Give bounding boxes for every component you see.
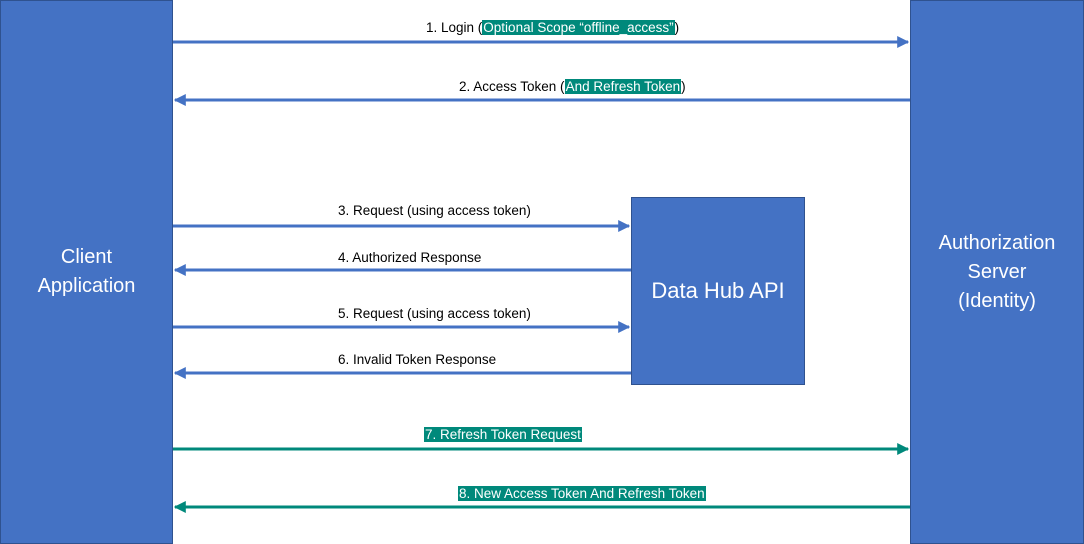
message-2-text: 2. Access Token ( — [459, 79, 565, 94]
message-3-label: 3. Request (using access token) — [338, 202, 531, 220]
message-5-label: 5. Request (using access token) — [338, 305, 531, 323]
message-6-text: 6. Invalid Token Response — [338, 352, 497, 367]
client-line-2: Application — [37, 275, 136, 297]
message-5-text: 5. Request (using access token) — [338, 306, 531, 321]
auth-line-3: (Identity) — [958, 289, 1036, 312]
message-6-label: 6. Invalid Token Response — [338, 351, 496, 369]
client-line-1: Client — [60, 246, 113, 268]
auth-line-2: Server — [967, 260, 1027, 283]
message-2-highlight: And Refresh Token — [564, 79, 682, 94]
auth-line-1: Authorization — [938, 231, 1056, 254]
message-7-highlight: 7. Refresh Token Request — [424, 427, 582, 442]
message-1-text: 1. Login ( — [426, 20, 483, 35]
message-1-label: 1. Login (Optional Scope “offline_access… — [426, 19, 679, 37]
message-1-suffix: ) — [674, 20, 680, 35]
message-2-label: 2. Access Token (And Refresh Token) — [459, 78, 686, 96]
message-8-label: 8. New Access Token And Refresh Token — [458, 485, 706, 503]
message-7-label: 7. Refresh Token Request — [424, 426, 582, 444]
api-label: Data Hub API — [651, 278, 785, 303]
message-3-text: 3. Request (using access token) — [338, 203, 531, 218]
message-1-highlight: Optional Scope “offline_access” — [482, 20, 675, 35]
message-2-suffix: ) — [681, 79, 686, 94]
message-4-text: 4. Authorized Response — [338, 250, 482, 265]
client-application-box: Client Application — [0, 0, 173, 544]
message-4-label: 4. Authorized Response — [338, 249, 481, 267]
message-8-highlight: 8. New Access Token And Refresh Token — [458, 486, 706, 501]
data-hub-api-box: Data Hub API — [631, 197, 805, 385]
